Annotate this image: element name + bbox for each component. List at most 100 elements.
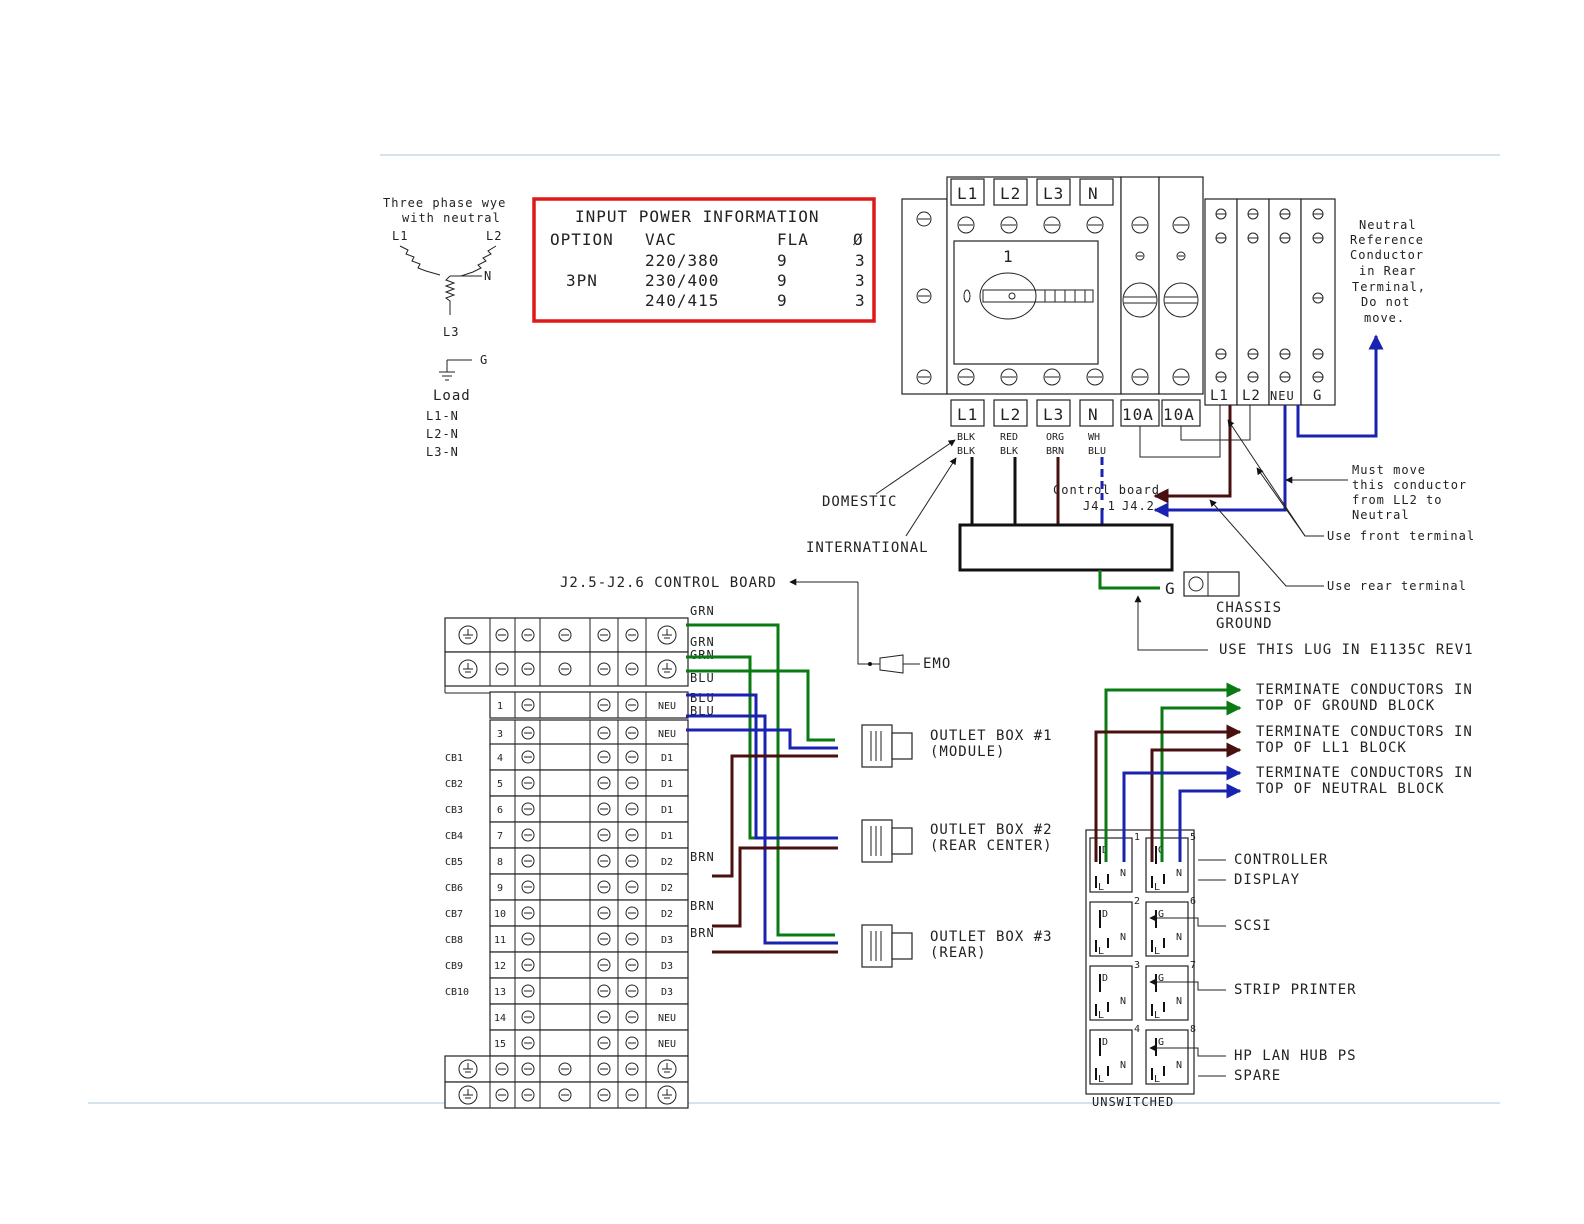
panel-row-label: D3: [661, 987, 673, 998]
emo-label: EMO: [923, 656, 951, 672]
wye-load: Load: [433, 388, 471, 404]
outlet-number: 6: [1190, 896, 1196, 907]
row-1-phase: 3: [855, 251, 866, 270]
socket-letter: D: [1102, 973, 1108, 984]
outlet-box-3-line1: OUTLET BOX #3: [930, 929, 1053, 945]
socket-letter: N: [1120, 996, 1126, 1007]
option-value: 3PN: [566, 271, 598, 290]
cb-label: CB1: [445, 753, 463, 764]
outlet-number: 8: [1190, 1024, 1196, 1035]
socket-letter: N: [1120, 1060, 1126, 1071]
neutral-note-7: move.: [1364, 311, 1405, 325]
neutral-note-2: Reference: [1350, 233, 1424, 247]
international-label: INTERNATIONAL: [806, 540, 929, 556]
term-l2: L2: [1242, 388, 1261, 404]
socket-letter: L: [1098, 1074, 1104, 1085]
panel-row-num: 7: [497, 831, 503, 842]
socket-letter: N: [1176, 1060, 1182, 1071]
input-power-table: INPUT POWER INFORMATION OPTION VAC FLA Ø…: [532, 197, 876, 323]
neutral-note-5: Terminal,: [1352, 280, 1426, 294]
cb-label: CB3: [445, 805, 463, 816]
code-1-bot: BLK: [957, 446, 975, 457]
breaker-bot-10a-2: 10A: [1163, 405, 1195, 424]
j25-label: J2.5-J2.6 CONTROL BOARD: [560, 575, 777, 591]
chassis-ground-1: CHASSIS: [1216, 600, 1282, 616]
socket-letter: L: [1154, 882, 1160, 893]
socket-letter: L: [1154, 1010, 1160, 1021]
socket-letter: N: [1176, 932, 1182, 943]
wye-g: G: [480, 353, 488, 367]
wire-color-label: BLU: [690, 671, 715, 685]
wye-load-1: L1-N: [426, 409, 459, 423]
panel-row-label: D2: [661, 857, 673, 868]
breaker-bot-l1: L1: [957, 405, 978, 424]
breaker-top-n: N: [1088, 184, 1099, 203]
panel-row-num: 12: [494, 961, 506, 972]
switch-number: 1: [1003, 247, 1014, 266]
socket-letter: N: [1176, 868, 1182, 879]
row-3-vac: 240/415: [645, 291, 719, 310]
must-move-note: Must move this conductor from LL2 to Neu…: [1285, 463, 1466, 522]
wye-symbol: Three phase wye with neutral L1 L2 N L3 …: [383, 196, 505, 459]
panel-row-label: D2: [661, 909, 673, 920]
cb-label: CB10: [445, 987, 469, 998]
panel-row-label: NEU: [658, 1039, 676, 1050]
outlet-box-1-line2: (MODULE): [930, 744, 1005, 760]
outlet-number: 2: [1134, 896, 1140, 907]
outlet-number: 1: [1134, 832, 1140, 843]
wye-l1: L1: [392, 229, 408, 243]
panel-row-num: 13: [494, 987, 506, 998]
wire-color-label: BRN: [690, 899, 715, 913]
panel-row-num: 9: [497, 883, 503, 894]
panel-row-label: D1: [661, 805, 673, 816]
main-breaker: L1 L2 L3 N 1: [901, 176, 1336, 457]
panel-row-num: 11: [494, 935, 506, 946]
panel-row-num: 8: [497, 857, 503, 868]
wire-color-label: BLU: [690, 691, 715, 705]
outlet-label-controller: CONTROLLER: [1234, 852, 1328, 868]
neutral-note: Neutral Reference Conductor in Rear Term…: [1350, 218, 1426, 325]
socket-letter: L: [1098, 882, 1104, 893]
breaker-bot-10a-1: 10A: [1122, 405, 1154, 424]
outlet-number: 5: [1190, 832, 1196, 843]
socket-letter: N: [1120, 868, 1126, 879]
cb-label: CB4: [445, 831, 463, 842]
wye-n: N: [484, 269, 492, 283]
wire-color-label: GRN: [690, 635, 715, 649]
socket-letter: D: [1102, 909, 1108, 920]
panel-row-label: NEU: [658, 701, 676, 712]
j41-label: J4.1: [1083, 499, 1116, 513]
unswitched-label: UNSWITCHED: [1092, 1095, 1174, 1109]
panel-row-label: D2: [661, 883, 673, 894]
outlet-label-scsi: SCSI: [1234, 918, 1272, 934]
row-1-fla: 9: [777, 251, 788, 270]
cb-label: CB8: [445, 935, 463, 946]
neutral-note-6: Do not: [1361, 295, 1410, 309]
wye-load-2: L2-N: [426, 427, 459, 441]
panel-row-label: D1: [661, 779, 673, 790]
socket-letter: G: [1158, 1037, 1164, 1048]
row-2-vac: 230/400: [645, 271, 719, 290]
outlet-label-hp-lan: HP LAN HUB PS: [1234, 1048, 1357, 1064]
socket-letter: L: [1154, 1074, 1160, 1085]
domestic-label: DOMESTIC: [822, 494, 897, 510]
panel-row-num: 6: [497, 805, 503, 816]
wire-color-label: BRN: [690, 850, 715, 864]
wye-load-3: L3-N: [426, 445, 459, 459]
header-option: OPTION: [550, 230, 614, 249]
breaker-top-l1: L1: [957, 184, 978, 203]
header-fla: FLA: [777, 230, 809, 249]
breaker-bot-l2: L2: [1000, 405, 1021, 424]
socket-letter: L: [1098, 1010, 1104, 1021]
term-l1: L1: [1210, 388, 1229, 404]
must-move-3: from LL2 to: [1352, 493, 1442, 507]
socket-letter: G: [1158, 973, 1164, 984]
control-board-label: Control board: [1053, 483, 1160, 497]
panel-row-num: 1: [497, 701, 503, 712]
ground-g-label: G: [1165, 579, 1176, 598]
panel-row-label: D3: [661, 961, 673, 972]
outlet-number: 4: [1134, 1024, 1140, 1035]
panel-row-num: 14: [494, 1013, 506, 1024]
